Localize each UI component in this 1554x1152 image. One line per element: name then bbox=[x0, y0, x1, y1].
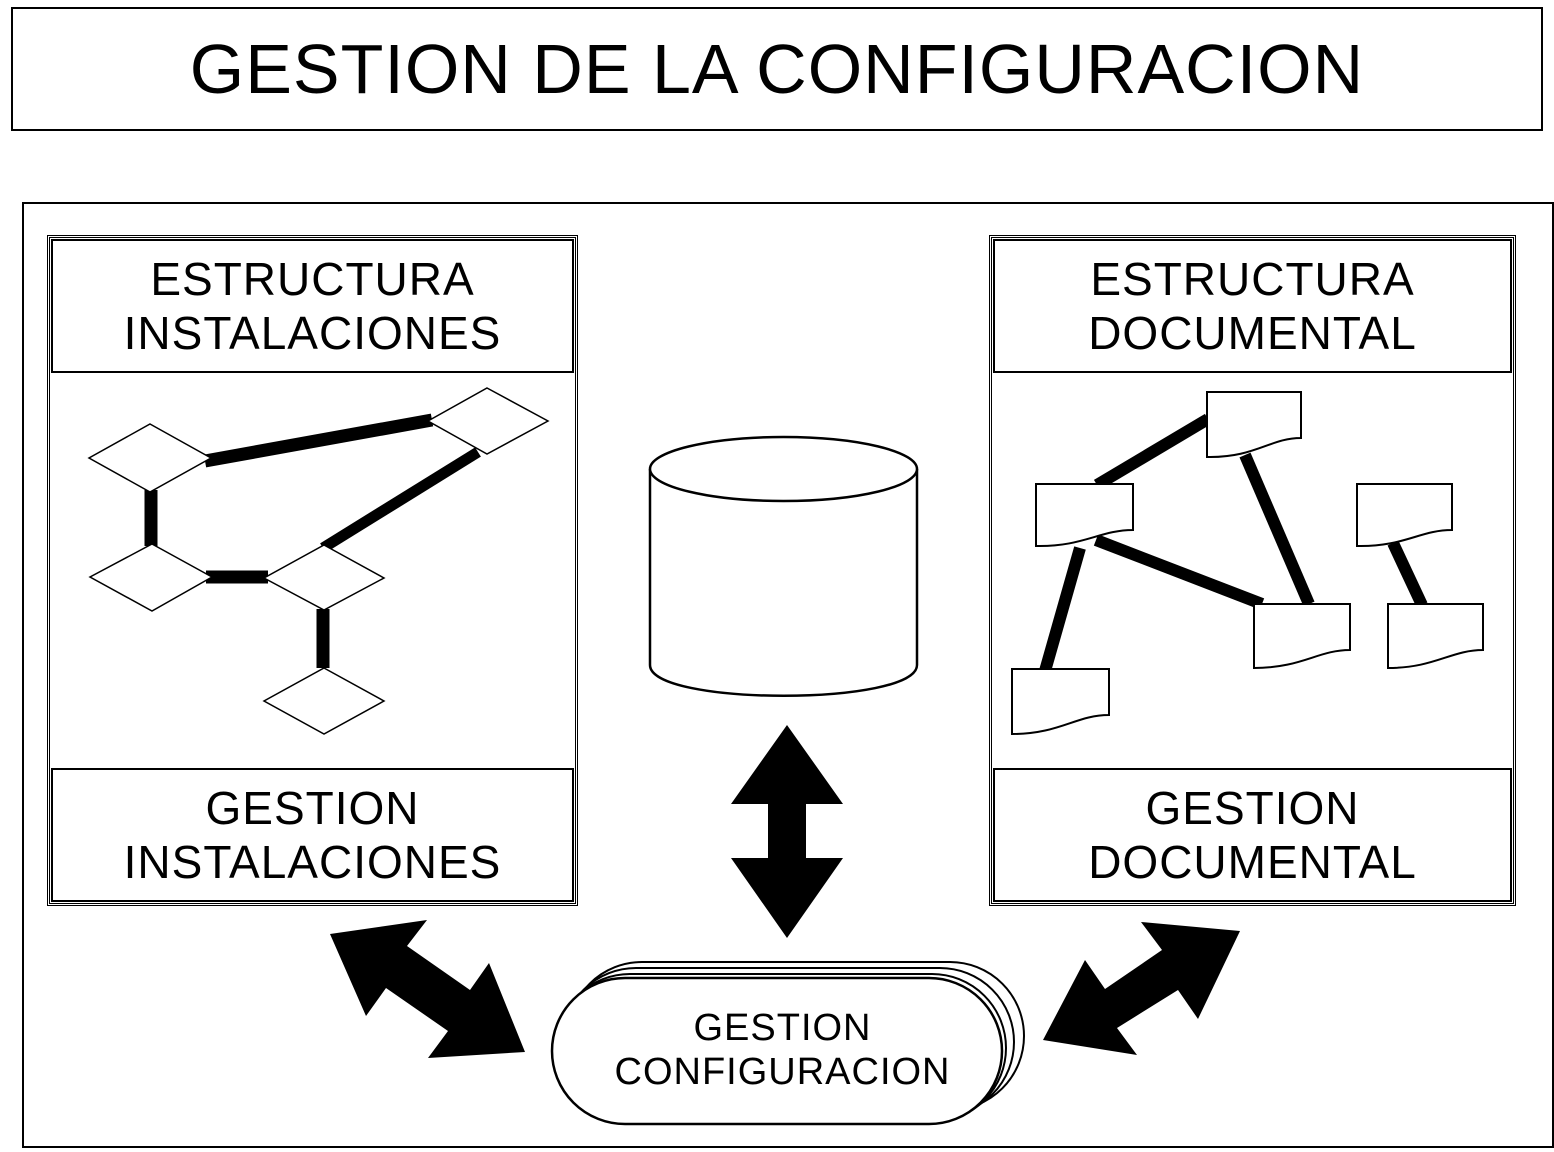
gestion-instalaciones-box: GESTION INSTALACIONES bbox=[51, 768, 574, 902]
cylinder-body bbox=[648, 469, 919, 697]
database-cylinder-icon bbox=[648, 435, 919, 697]
document-edge bbox=[1387, 540, 1428, 608]
document-edge bbox=[1093, 534, 1265, 610]
network-node bbox=[262, 667, 386, 735]
document-node bbox=[1253, 603, 1351, 670]
document-node bbox=[1206, 391, 1302, 459]
double-arrow-icon bbox=[330, 920, 525, 1058]
diagram-title: GESTION DE LA CONFIGURACION bbox=[189, 30, 1365, 108]
label-line: GESTION bbox=[1145, 782, 1360, 834]
document-node bbox=[1356, 483, 1453, 548]
label-line: ESTRUCTURA bbox=[1090, 253, 1415, 305]
title-box: GESTION DE LA CONFIGURACION bbox=[11, 7, 1543, 131]
label-line: DOCUMENTAL bbox=[1088, 836, 1417, 888]
network-node bbox=[87, 423, 213, 493]
main-frame bbox=[22, 202, 1554, 1148]
label-line: INSTALACIONES bbox=[123, 307, 502, 359]
double-arrow-icon bbox=[731, 725, 843, 938]
network-diamond-nodes-icon bbox=[87, 387, 550, 735]
network-node bbox=[88, 543, 214, 612]
document-edge bbox=[1039, 546, 1086, 673]
document-node bbox=[1387, 603, 1484, 670]
network-node bbox=[262, 544, 386, 611]
label-line: DOCUMENTAL bbox=[1088, 307, 1417, 359]
gestion-configuracion-label: GESTION CONFIGURACION bbox=[565, 985, 1000, 1115]
double-arrow-icon bbox=[1043, 922, 1240, 1055]
label-line: GESTION bbox=[205, 782, 420, 834]
network-edge bbox=[203, 413, 434, 468]
network-node bbox=[426, 387, 550, 455]
left-panel bbox=[47, 235, 578, 906]
label-line: INSTALACIONES bbox=[123, 836, 502, 888]
estructura-instalaciones-box: ESTRUCTURA INSTALACIONES bbox=[51, 239, 574, 373]
pill-front bbox=[550, 976, 1004, 1126]
gestion-documental-box: GESTION DOCUMENTAL bbox=[993, 768, 1512, 902]
document-nodes-icon bbox=[1011, 391, 1484, 736]
cylinder-top bbox=[648, 435, 919, 503]
label-line: CONFIGURACION bbox=[614, 1051, 951, 1093]
document-node bbox=[1011, 668, 1110, 736]
right-panel bbox=[989, 235, 1516, 906]
document-edge bbox=[1239, 452, 1315, 607]
label-line: ESTRUCTURA bbox=[150, 253, 475, 305]
document-edge bbox=[1093, 413, 1212, 491]
network-edge bbox=[320, 447, 481, 553]
configuracion-pill bbox=[550, 961, 1025, 1126]
document-node bbox=[1035, 483, 1134, 548]
estructura-documental-box: ESTRUCTURA DOCUMENTAL bbox=[993, 239, 1512, 373]
label-line: GESTION bbox=[693, 1007, 872, 1049]
